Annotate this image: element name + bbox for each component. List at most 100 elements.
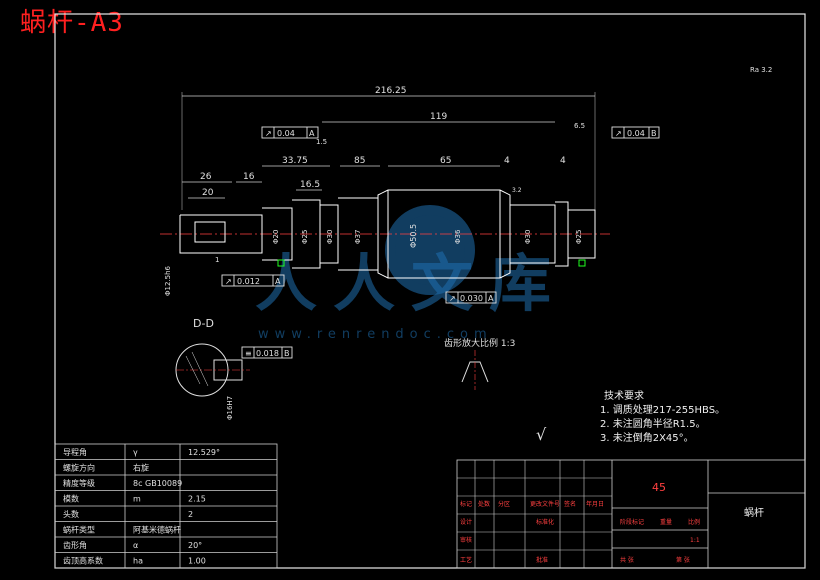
dim-4a: 4 (504, 156, 510, 166)
section-label: D-D (193, 317, 214, 330)
dia-label-3: Φ30 (326, 230, 334, 244)
params-cell: 1.00 (188, 557, 206, 566)
params-cell: 8c GB10089 (133, 479, 182, 488)
svg-text:0.04: 0.04 (627, 129, 645, 138)
dim-4b: 4 (560, 156, 566, 166)
tb-label-standardize: 标准化 (536, 518, 554, 526)
tolerance-frames: ↗ 0.04 A ↗ 0.04 B ↗ 0.012 A ↗ 0.030 A (221, 126, 660, 359)
roughness-small: 3.2 (512, 187, 522, 194)
notes-heading: 技术要求 (604, 389, 644, 402)
params-cell: 2.15 (188, 495, 206, 504)
tb-label-process: 工艺 (460, 556, 472, 564)
params-cell: ha (133, 557, 143, 566)
dim-1-5: 1.5 (316, 138, 327, 146)
tb-label-signature: 签名 (564, 500, 576, 508)
svg-text:↗: ↗ (265, 129, 272, 138)
svg-text:≡: ≡ (245, 349, 252, 358)
dim-20: 20 (202, 188, 214, 198)
dim-119: 119 (430, 112, 447, 122)
tb-label-zone: 分区 (498, 500, 510, 508)
params-cell: m (133, 495, 141, 504)
svg-text:0.030: 0.030 (460, 294, 483, 303)
dia-label-1: Φ20 (272, 230, 280, 244)
tb-label-approve: 批准 (536, 556, 548, 564)
dim-16-5: 16.5 (300, 180, 320, 190)
tolerance-frame-3: ↗ 0.012 A (221, 274, 285, 287)
svg-text:0.04: 0.04 (277, 129, 295, 138)
notes-item-1: 1. 调质处理217-255HBS。 (600, 404, 725, 416)
dim-33-75: 33.75 (282, 156, 308, 166)
params-cell: 导程角 (63, 447, 87, 457)
svg-text:↗: ↗ (615, 129, 622, 138)
title-block-labels: 标记 处数 分区 更改文件号 签名 年月日 设计 标准化 审核 工艺 批准 阶段… (460, 500, 700, 564)
technical-notes: 技术要求 1. 调质处理217-255HBS。 2. 未注圆角半径R1.5。 3… (600, 389, 725, 444)
params-cell: 模数 (63, 494, 79, 504)
watermark: 人人文库 www.renrendoc.com (255, 205, 567, 342)
tb-label-stage: 阶段标记 (620, 518, 644, 526)
tb-label-design: 设计 (460, 518, 472, 526)
dim-6-5: 6.5 (574, 122, 585, 130)
tb-label-sheet-no: 第 张 (676, 556, 690, 564)
svg-text:B: B (284, 349, 290, 358)
tolerance-frame-5: ≡ 0.018 B (241, 346, 293, 359)
section-dd-view (175, 343, 250, 397)
tolerance-frame-2: ↗ 0.04 B (611, 126, 660, 139)
dim-left-small: 1 (215, 256, 219, 264)
dimensions: 216.25 119 33.75 85 65 26 20 16 16.5 4 4… (164, 86, 596, 296)
roughness-top-right: Ra 3.2 (750, 66, 772, 74)
tb-label-scale: 比例 (688, 518, 700, 526)
params-cell: 齿顶高系数 (63, 556, 103, 566)
tb-label-sheets: 共 张 (620, 556, 634, 564)
shaft-drawing (160, 189, 610, 279)
dim-16: 16 (243, 172, 255, 182)
dim-left-vertical: Φ12.5h6 (164, 265, 172, 296)
svg-text:↗: ↗ (225, 277, 232, 286)
tb-scale-value: 1:1 (690, 537, 700, 544)
watermark-cn: 人人文库 (255, 247, 567, 320)
params-cell: 阿基米德蜗杆 (133, 525, 181, 535)
dia-label-8: Φ25 (575, 230, 583, 244)
tb-label-change-doc: 更改文件号 (530, 500, 560, 508)
watermark-url: www.renrendoc.com (258, 327, 493, 342)
dia-label-6: Φ36 (454, 229, 462, 244)
params-cell: 头数 (63, 509, 79, 519)
dim-d-section-vert: Φ16H7 (226, 396, 234, 420)
tb-label-date: 年月日 (586, 500, 604, 508)
tolerance-frame-4: ↗ 0.030 A (445, 291, 497, 304)
tooth-profile-view (461, 350, 489, 390)
dia-label-4: Φ37 (354, 230, 362, 244)
tolerance-frame-1: ↗ 0.04 A (261, 126, 319, 139)
svg-text:0.018: 0.018 (256, 349, 279, 358)
params-cell: 蜗杆类型 (63, 525, 95, 535)
svg-text:↗: ↗ (449, 294, 456, 303)
notes-item-3: 3. 未注倒角2X45°。 (600, 431, 694, 444)
part-name: 蜗杆 (744, 507, 764, 519)
tb-label-weight: 重量 (660, 518, 672, 526)
params-cell: 螺旋方向 (63, 463, 95, 473)
roughness-general: √ (536, 425, 547, 444)
dim-85: 85 (354, 156, 365, 166)
params-cell: 2 (188, 510, 193, 519)
params-cell: α (133, 541, 138, 550)
svg-text:A: A (309, 129, 315, 138)
notes-item-2: 2. 未注圆角半径R1.5。 (600, 417, 706, 430)
params-cell: 20° (188, 541, 202, 550)
dim-26: 26 (200, 172, 212, 182)
svg-text:A: A (275, 277, 281, 286)
title-block-grid (457, 460, 612, 568)
dia-label-2: Φ25 (301, 230, 309, 244)
dim-overall: 216.25 (375, 86, 407, 96)
drawing-title-banner: 蜗杆-A3 (20, 8, 124, 38)
tb-label-revision-mark: 标记 (460, 500, 472, 508)
profile-label: 齿形放大比例 1:3 (444, 337, 515, 349)
tb-label-count: 处数 (478, 500, 490, 508)
dia-label-5: Φ50.5 (409, 224, 418, 248)
svg-text:A: A (488, 294, 494, 303)
dim-65: 65 (440, 156, 451, 166)
svg-text:0.012: 0.012 (237, 277, 260, 286)
params-cell: 精度等级 (63, 478, 95, 488)
drawing-border (54, 13, 806, 569)
params-cell: 12.529° (188, 448, 220, 457)
